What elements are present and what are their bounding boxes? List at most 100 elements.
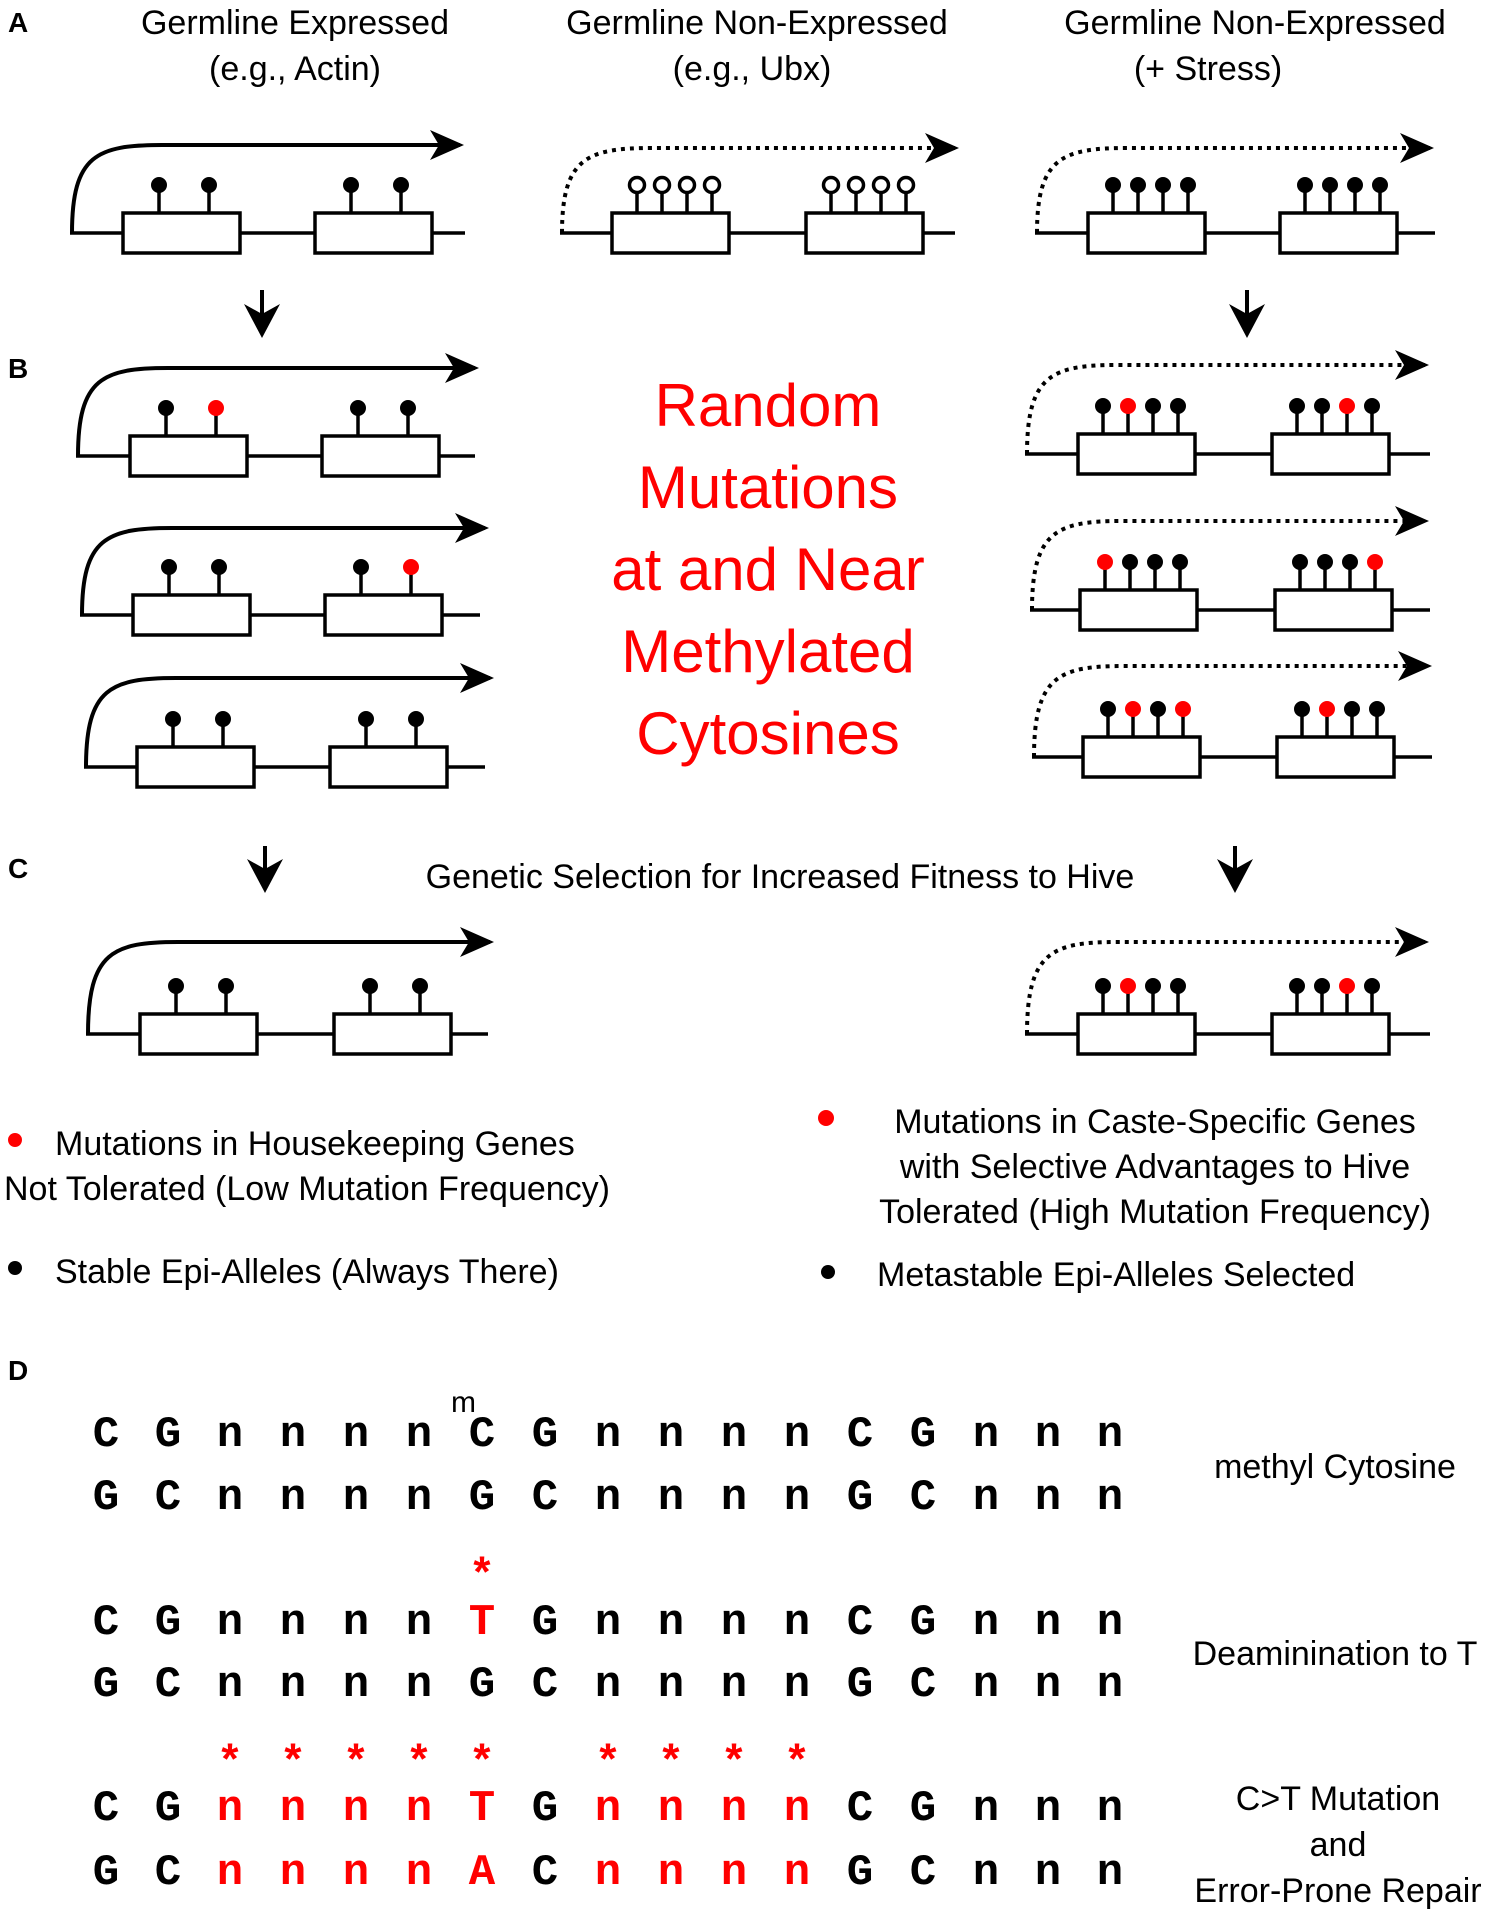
exon-box [332,1012,453,1056]
nucleotide: n [658,1598,684,1648]
label-deamination: Deaminination to T [1193,1635,1478,1673]
nucleotide: G [469,1660,495,1710]
legend-black-dot-right [821,1265,835,1279]
methylated-site [1297,177,1313,193]
nucleotide: C [155,1473,181,1523]
nucleotide: n [217,1848,243,1898]
nucleotide: n [1035,1848,1061,1898]
methylated-site [1172,554,1188,570]
panel-label-b: B [8,353,28,384]
nucleotide: n [1097,1848,1123,1898]
col2-title: Germline Non-Expressed [566,4,948,42]
nucleotide: C [910,1848,936,1898]
methylated-site [1122,554,1138,570]
unmethylated-site [702,175,722,195]
mutated-site [403,559,419,575]
methylated-site [151,177,167,193]
transcription-arrow [70,130,464,234]
nucleotide: n [1035,1410,1061,1460]
exon-box [610,211,731,255]
methylated-site [1289,398,1305,414]
nucleotide: n [1097,1473,1123,1523]
mutation-star: * [280,1739,306,1789]
col3-subtitle: (+ Stress) [1134,50,1282,88]
nucleotide: G [847,1660,873,1710]
methylated-site [158,400,174,416]
methylated-site [1344,701,1360,717]
label-ct-mutation: C>T Mutation [1236,1780,1440,1818]
exon-box [138,1012,259,1056]
methylated-site [1095,398,1111,414]
nucleotide: G [532,1598,558,1648]
nucleotide: G [847,1473,873,1523]
nucleotide: n [280,1473,306,1523]
exon-box [1076,432,1197,476]
nucleotide: C [469,1410,495,1460]
nucleotide: G [469,1473,495,1523]
col1-title: Germline Expressed [141,4,449,42]
methylated-site [1317,554,1333,570]
legend: Mutations in Housekeeping Genes Not Tole… [4,1103,1431,1294]
col3-title: Germline Non-Expressed [1064,4,1446,42]
nucleotide: G [93,1660,119,1710]
nucleotide: n [1097,1598,1123,1648]
nucleotide: C [847,1410,873,1460]
mutated-site [208,400,224,416]
nucleotide: n [1035,1784,1061,1834]
transcription-arrow [86,927,494,1035]
label-and: and [1310,1826,1367,1864]
label-error-prone-repair: Error-Prone Repair [1194,1872,1481,1909]
nucleotide: n [217,1784,243,1834]
nucleotide: n [658,1473,684,1523]
nucleotide: n [973,1784,999,1834]
mutation-star: * [343,1739,369,1789]
nucleotide: C [93,1410,119,1460]
nucleotide: C [847,1784,873,1834]
nucleotide: n [973,1598,999,1648]
col1-subtitle: (e.g., Actin) [209,50,381,88]
exon-box [131,593,252,637]
methylated-site [1364,398,1380,414]
methylated-site [1170,398,1186,414]
nucleotide: n [784,1660,810,1710]
nucleotide: n [784,1848,810,1898]
nucleotide: n [280,1598,306,1648]
nucleotide: C [93,1598,119,1648]
nucleotide: C [532,1848,558,1898]
flow-arrows [244,290,1265,893]
gene-ubx [560,133,959,255]
methylated-site [211,559,227,575]
mutated-site [1319,701,1335,717]
col2-subtitle: (e.g., Ubx) [673,50,832,88]
nucleotide: G [93,1848,119,1898]
down-arrow-c-left [247,846,283,893]
methylated-site [1372,177,1388,193]
legend-right-red-2: with Selective Advantages to Hive [899,1148,1410,1186]
gene-actin-selected [86,927,494,1056]
methylated-site [1155,177,1171,193]
nucleotide: n [784,1784,810,1834]
nucleotide: n [1035,1660,1061,1710]
mutated-site [1367,554,1383,570]
svg-text:at and Near: at and Near [611,536,925,603]
methylated-site [400,400,416,416]
nucleotide: n [595,1784,621,1834]
methylated-site [1095,978,1111,994]
nucleotide: n [406,1473,432,1523]
transcription-arrow [1025,350,1429,455]
mutated-site [1339,978,1355,994]
nucleotide: A [469,1848,496,1898]
nucleotide: n [784,1598,810,1648]
nucleotide: G [155,1598,181,1648]
nucleotide: n [721,1473,747,1523]
legend-left-red-1: Mutations in Housekeeping Genes [55,1125,575,1163]
panel-label-a: A [8,7,28,38]
transcription-arrow [80,513,489,616]
transcription-arrow [76,353,479,457]
random-mutations-text: Random Mutations at and Near Methylated … [611,372,925,767]
legend-right-red-1: Mutations in Caste-Specific Genes [894,1103,1416,1141]
